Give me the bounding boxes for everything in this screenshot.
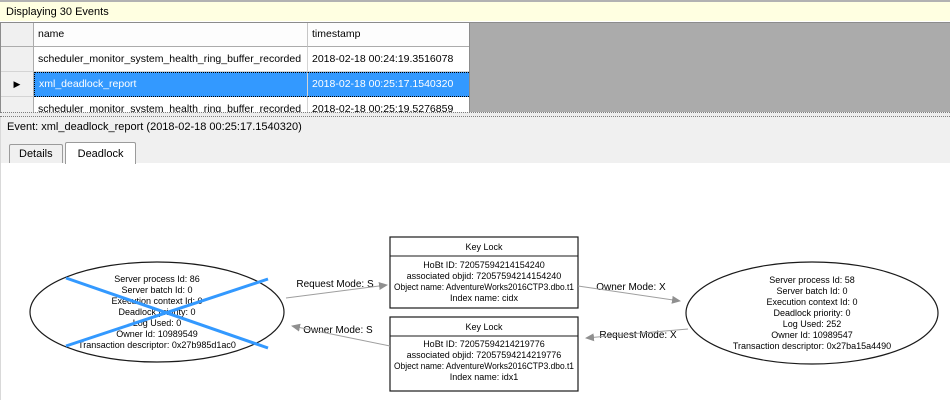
- window-top-edge: [0, 0, 950, 2]
- key-lock-box[interactable]: [389, 316, 579, 392]
- edge-owner-s: Owner Mode: S: [291, 323, 391, 347]
- cell-name[interactable]: scheduler_monitor_system_health_ring_buf…: [34, 97, 308, 112]
- process-ellipse[interactable]: [685, 261, 939, 365]
- edge-owner-x: Owner Mode: X: [577, 282, 681, 304]
- key-lock-node-top[interactable]: Key Lock HoBt ID: 72057594214154240 asso…: [389, 236, 579, 309]
- edge-label: Request Mode: X: [599, 330, 677, 341]
- edge-request-x: Request Mode: X: [585, 328, 689, 342]
- process-line: Deadlock priority: 0: [773, 308, 850, 318]
- process-node-victim[interactable]: Server process Id: 86 Server batch Id: 0…: [29, 261, 285, 363]
- row-selector-header: [1, 23, 34, 47]
- cell-name[interactable]: scheduler_monitor_system_health_ring_buf…: [34, 47, 308, 72]
- grid-empty-area: [470, 23, 950, 112]
- edge-request-s: Request Mode: S: [285, 279, 388, 299]
- key-lock-box[interactable]: [389, 236, 579, 309]
- cell-timestamp[interactable]: 2018-02-18 00:25:19.5276859: [308, 97, 469, 112]
- lock-line: Index name: idx1: [450, 372, 519, 382]
- lock-line: Object name: AdventureWorks2016CTP3.dbo.…: [394, 282, 574, 292]
- key-lock-title: Key Lock: [465, 322, 503, 332]
- process-line: Log Used: 0: [133, 318, 182, 328]
- process-line: Transaction descriptor: 0x27b985d1ac0: [78, 340, 236, 350]
- detail-tabs: Details Deadlock: [0, 138, 950, 164]
- selected-event-caption: Event: xml_deadlock_report (2018-02-18 0…: [0, 117, 950, 138]
- edge-line: [291, 323, 391, 347]
- process-line: Execution context Id: 0: [766, 297, 857, 307]
- process-line: Owner Id: 10989547: [771, 330, 853, 340]
- column-header-timestamp[interactable]: timestamp: [308, 23, 469, 47]
- row-selector[interactable]: [1, 97, 34, 112]
- process-line: Owner Id: 10989549: [116, 329, 198, 339]
- process-line: Server batch Id: 0: [121, 285, 192, 295]
- row-selector-current[interactable]: ▶: [1, 72, 34, 97]
- pane-splitter[interactable]: [0, 112, 950, 117]
- process-line: Server process Id: 86: [114, 274, 200, 284]
- tab-details[interactable]: Details: [9, 144, 63, 163]
- events-grid-section: name timestamp scheduler_monitor_system_…: [0, 22, 950, 112]
- column-header-name[interactable]: name: [34, 23, 308, 47]
- cell-timestamp[interactable]: 2018-02-18 00:24:19.3516078: [308, 47, 469, 72]
- process-line: Server batch Id: 0: [776, 286, 847, 296]
- current-row-arrow-icon: ▶: [13, 79, 21, 89]
- process-line: Deadlock priority: 0: [118, 307, 195, 317]
- row-selector[interactable]: [1, 47, 34, 72]
- lock-line: Index name: cidx: [450, 293, 519, 303]
- deadlock-graph-pane: Server process Id: 86 Server batch Id: 0…: [0, 163, 950, 400]
- events-table: name timestamp scheduler_monitor_system_…: [0, 23, 470, 112]
- lock-line: associated objid: 72057594214219776: [407, 350, 562, 360]
- edge-label: Owner Mode: S: [303, 325, 373, 336]
- lock-line: Object name: AdventureWorks2016CTP3.dbo.…: [394, 361, 574, 371]
- event-count-bar: Displaying 30 Events: [0, 2, 950, 22]
- edge-line: [585, 328, 689, 342]
- lock-line: HoBt ID: 72057594214154240: [423, 260, 545, 270]
- lock-line: HoBt ID: 72057594214219776: [423, 339, 545, 349]
- process-line: Server process Id: 58: [769, 275, 855, 285]
- key-lock-title: Key Lock: [465, 242, 503, 252]
- victim-x-stroke-2: [65, 277, 269, 348]
- process-line: Execution context Id: 0: [111, 296, 202, 306]
- tab-deadlock[interactable]: Deadlock: [64, 142, 137, 164]
- cell-name[interactable]: xml_deadlock_report: [34, 72, 308, 97]
- process-line: Transaction descriptor: 0x27ba15a4490: [733, 341, 891, 351]
- process-line: Log Used: 252: [783, 319, 842, 329]
- lock-line: associated objid: 72057594214154240: [407, 271, 562, 281]
- edge-label: Owner Mode: X: [596, 282, 666, 293]
- key-lock-node-bottom[interactable]: Key Lock HoBt ID: 72057594214219776 asso…: [389, 316, 579, 392]
- process-node[interactable]: Server process Id: 58 Server batch Id: 0…: [685, 261, 939, 365]
- cell-timestamp[interactable]: 2018-02-18 00:25:17.1540320: [308, 72, 469, 97]
- deadlock-graph: Server process Id: 86 Server batch Id: 0…: [29, 236, 939, 392]
- edge-line: [577, 285, 681, 304]
- edge-label: Request Mode: S: [296, 279, 374, 290]
- edge-line: [285, 282, 388, 299]
